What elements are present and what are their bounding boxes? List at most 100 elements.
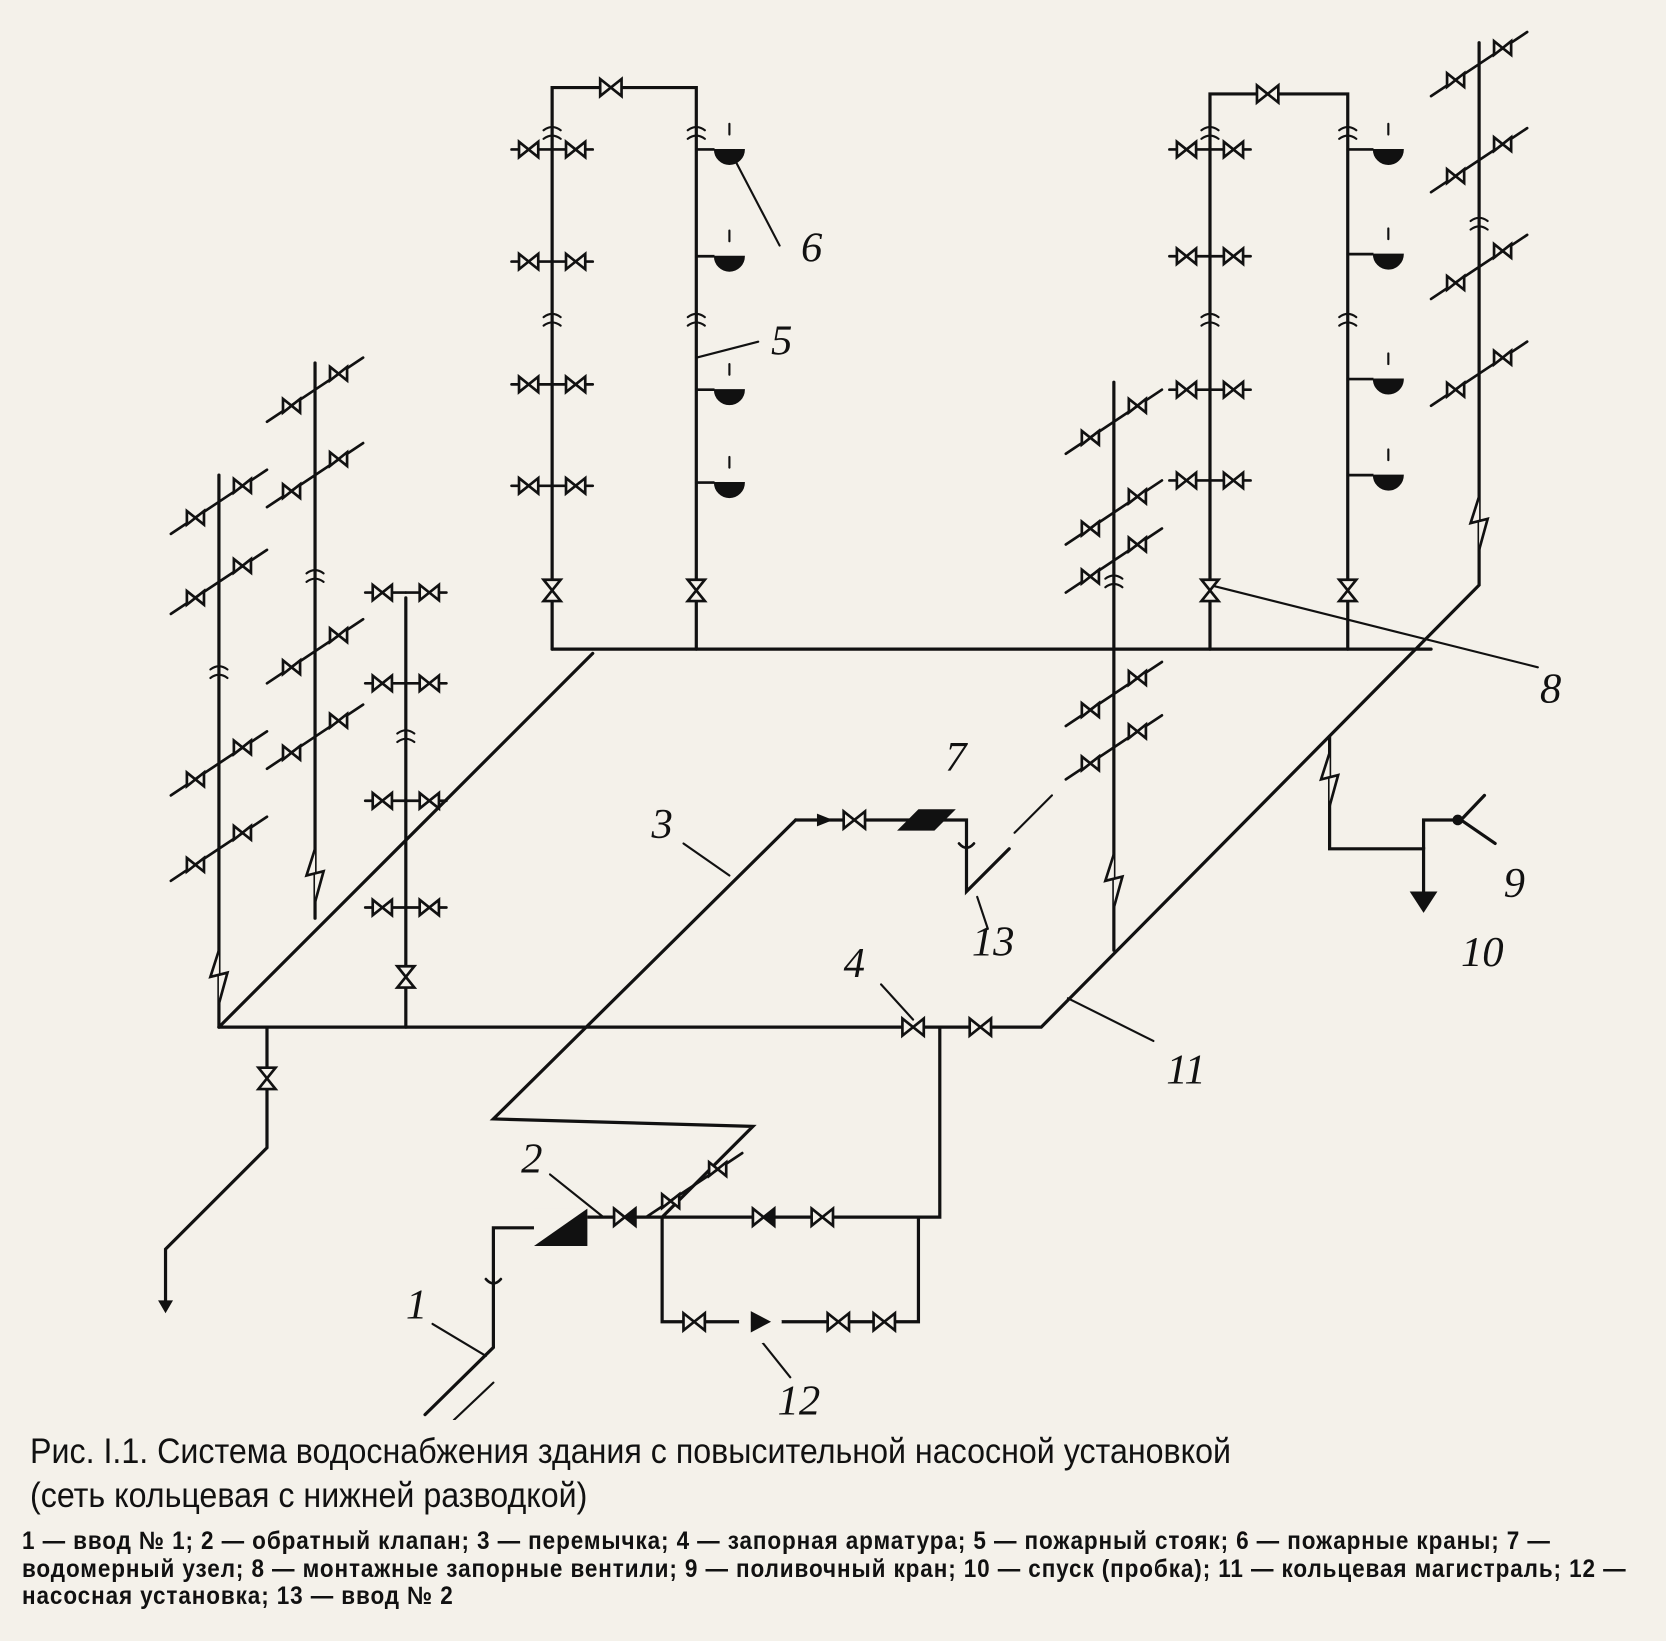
fittings xyxy=(169,30,1529,1344)
leader xyxy=(976,895,989,930)
valve-icon xyxy=(232,476,253,496)
valve-icon xyxy=(901,1015,926,1039)
pipe-break-icon xyxy=(484,1277,503,1285)
valve-icon xyxy=(1222,139,1245,160)
valve-icon xyxy=(1255,82,1280,106)
irrigation-branch xyxy=(1421,793,1487,851)
pump-bypass xyxy=(660,1215,921,1324)
pipe-break-icon xyxy=(305,569,325,583)
pipe-break-icon xyxy=(209,665,229,680)
valve-icon xyxy=(185,588,206,608)
valve-icon xyxy=(1127,721,1148,741)
valve-icon xyxy=(394,964,418,989)
valve-icon xyxy=(281,396,302,416)
label-12: 12 xyxy=(777,1378,820,1420)
valve-icon xyxy=(328,364,349,384)
label-6: 6 xyxy=(801,225,823,272)
valve-icon xyxy=(564,373,587,395)
flow-arrow-icon xyxy=(452,1381,495,1420)
valve-icon xyxy=(517,139,540,160)
leader xyxy=(879,983,915,1021)
valve-icon xyxy=(1492,134,1513,154)
leader xyxy=(548,1173,605,1219)
bridge-pipe xyxy=(489,818,798,1219)
valve-icon xyxy=(1492,241,1513,261)
valve-icon xyxy=(232,556,253,576)
fire-hydrant-icon xyxy=(713,389,745,406)
caption-title: Рис. I.1. Система водоснабжения здания с… xyxy=(30,1432,1232,1471)
valve-icon xyxy=(1127,668,1148,688)
valve-icon xyxy=(517,251,540,273)
valve-icon xyxy=(968,1015,993,1039)
valve-icon xyxy=(1445,380,1466,400)
pipe-break-icon xyxy=(686,312,706,327)
label-2: 2 xyxy=(521,1135,542,1182)
valve-icon xyxy=(872,1310,897,1334)
valve-icon xyxy=(1080,428,1101,448)
valve-icon xyxy=(682,1310,707,1334)
caption-subtitle: (сеть кольцевая с нижней разводкой) xyxy=(30,1476,588,1515)
label-3: 3 xyxy=(650,801,672,848)
pump-icon xyxy=(750,1311,772,1333)
label-11: 11 xyxy=(1166,1047,1206,1094)
label-8: 8 xyxy=(1540,666,1561,713)
fire-hydrant-icon xyxy=(713,148,745,165)
valve-icon xyxy=(1175,469,1198,491)
pipe-network xyxy=(158,41,1539,1420)
pipe-break-icon xyxy=(542,125,562,140)
valve-icon xyxy=(1222,379,1245,401)
label-5: 5 xyxy=(771,317,792,364)
pipe-break-icon xyxy=(1104,574,1124,589)
valve-icon xyxy=(371,582,394,604)
valve-icon xyxy=(281,743,302,763)
valve-icon xyxy=(540,578,564,603)
leader xyxy=(759,1338,792,1379)
valve-icon xyxy=(1492,348,1513,368)
fire-hydrant-icon xyxy=(713,255,745,272)
valve-icon xyxy=(1127,396,1148,416)
valve-icon xyxy=(281,481,302,501)
valve-icon xyxy=(1222,245,1245,267)
valve-icon xyxy=(418,672,441,694)
valve-icon xyxy=(371,672,394,694)
pump-main-line xyxy=(585,1025,942,1219)
input-1-pipe xyxy=(423,1226,536,1417)
fire-hydrant-icon xyxy=(1372,474,1404,491)
fire-hydrant-icon xyxy=(1372,148,1404,165)
oblique-branch xyxy=(644,1151,744,1219)
flow-arrow-icon xyxy=(1013,794,1053,834)
label-9: 9 xyxy=(1504,860,1525,907)
pipe-break-icon xyxy=(396,729,416,744)
valve-icon xyxy=(371,790,394,812)
valve-icon xyxy=(1080,700,1101,720)
valve-icon xyxy=(328,711,349,731)
check-valve-icon xyxy=(816,813,833,827)
valve-icon xyxy=(1127,534,1148,555)
valve-icon xyxy=(1445,166,1466,186)
valve-icon xyxy=(232,823,253,843)
valve-icon xyxy=(328,449,349,469)
pipe-break-icon xyxy=(1200,312,1220,327)
callout-labels: 1 2 3 4 5 6 7 8 9 10 11 12 13 xyxy=(406,225,1562,1420)
valve-icon xyxy=(517,475,540,497)
check-valve-icon xyxy=(624,1208,636,1226)
pipe-break-icon xyxy=(542,312,562,327)
pipe-break-icon xyxy=(1338,125,1358,140)
valve-icon xyxy=(371,897,394,918)
pipe-break-icon xyxy=(957,842,976,850)
valve-icon xyxy=(564,251,587,273)
meter-line xyxy=(794,818,1011,896)
valve-icon xyxy=(232,737,253,757)
irrigation-tap-icon xyxy=(1452,814,1464,826)
water-supply-diagram: 1 2 3 4 5 6 7 8 9 10 11 12 13 xyxy=(158,30,1562,1420)
valve-icon xyxy=(1080,753,1101,773)
valve-icon xyxy=(598,76,623,99)
label-13: 13 xyxy=(972,919,1015,966)
valve-icon xyxy=(418,790,441,812)
ring-main-front xyxy=(217,41,1481,1029)
valve-icon xyxy=(826,1310,851,1334)
expansion-joint-icon xyxy=(304,847,326,904)
valve-icon xyxy=(185,855,206,875)
check-valve-icon xyxy=(763,1208,775,1226)
fire-hydrant-icon xyxy=(713,482,745,498)
